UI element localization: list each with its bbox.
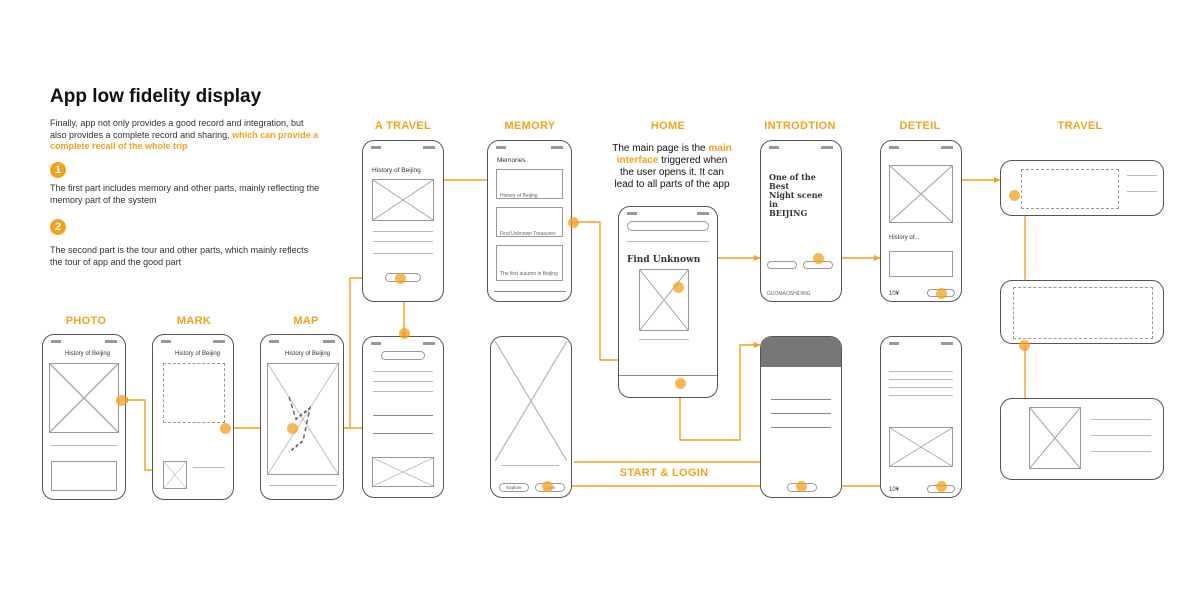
home-note: The main page is the main interface trig…	[612, 143, 732, 190]
photo-screen[interactable]: History of Beijing	[42, 334, 126, 500]
start-screen[interactable]: Explore Login	[490, 336, 572, 498]
label-home: HOME	[650, 120, 686, 132]
map-screen[interactable]: History of Beijing	[260, 334, 344, 500]
image-placeholder	[372, 179, 434, 221]
label-start-login: START & LOGIN	[619, 467, 709, 479]
label-deteil: DETEIL	[899, 120, 941, 132]
label-travel: TRAVEL	[1057, 120, 1103, 132]
detail-text-screen[interactable]: 10¥	[880, 336, 962, 498]
travel-grid-screen[interactable]	[1000, 280, 1164, 344]
intro-paragraph-1: Finally, app not only provides a good re…	[50, 118, 319, 151]
travel-map-screen[interactable]	[1000, 160, 1164, 216]
label-memory: MEMORY	[504, 120, 556, 132]
travel-detail-screen[interactable]	[1000, 398, 1164, 480]
page-title: App low fidelity display	[50, 86, 262, 107]
step-number-2: 2	[50, 219, 66, 235]
mark-screen[interactable]: History of Beijing	[152, 334, 234, 500]
intro-paragraph-3: The second part is the tour and other pa…	[50, 245, 309, 267]
label-introdtion: INTRODTION	[764, 120, 836, 132]
a-travel-screen[interactable]: History of Beijing	[362, 140, 444, 302]
step-number-1: 1	[50, 162, 66, 178]
a-travel-record-screen[interactable]	[362, 336, 444, 498]
explore-button[interactable]: Explore	[499, 483, 529, 492]
label-map: MAP	[293, 315, 319, 327]
home-screen[interactable]: Find Unknown	[618, 206, 718, 398]
memory-screen[interactable]: Memories History of Beijing Find Unknown…	[487, 140, 572, 302]
detail-screen[interactable]: History of... 10¥	[880, 140, 962, 302]
label-a-travel: A TRAVEL	[374, 120, 432, 132]
intro-paragraph-2: The first part includes memory and other…	[50, 183, 320, 205]
search-input[interactable]	[627, 221, 709, 231]
login-screen[interactable]	[760, 336, 842, 498]
label-mark: MARK	[176, 315, 212, 327]
label-photo: PHOTO	[65, 315, 107, 327]
